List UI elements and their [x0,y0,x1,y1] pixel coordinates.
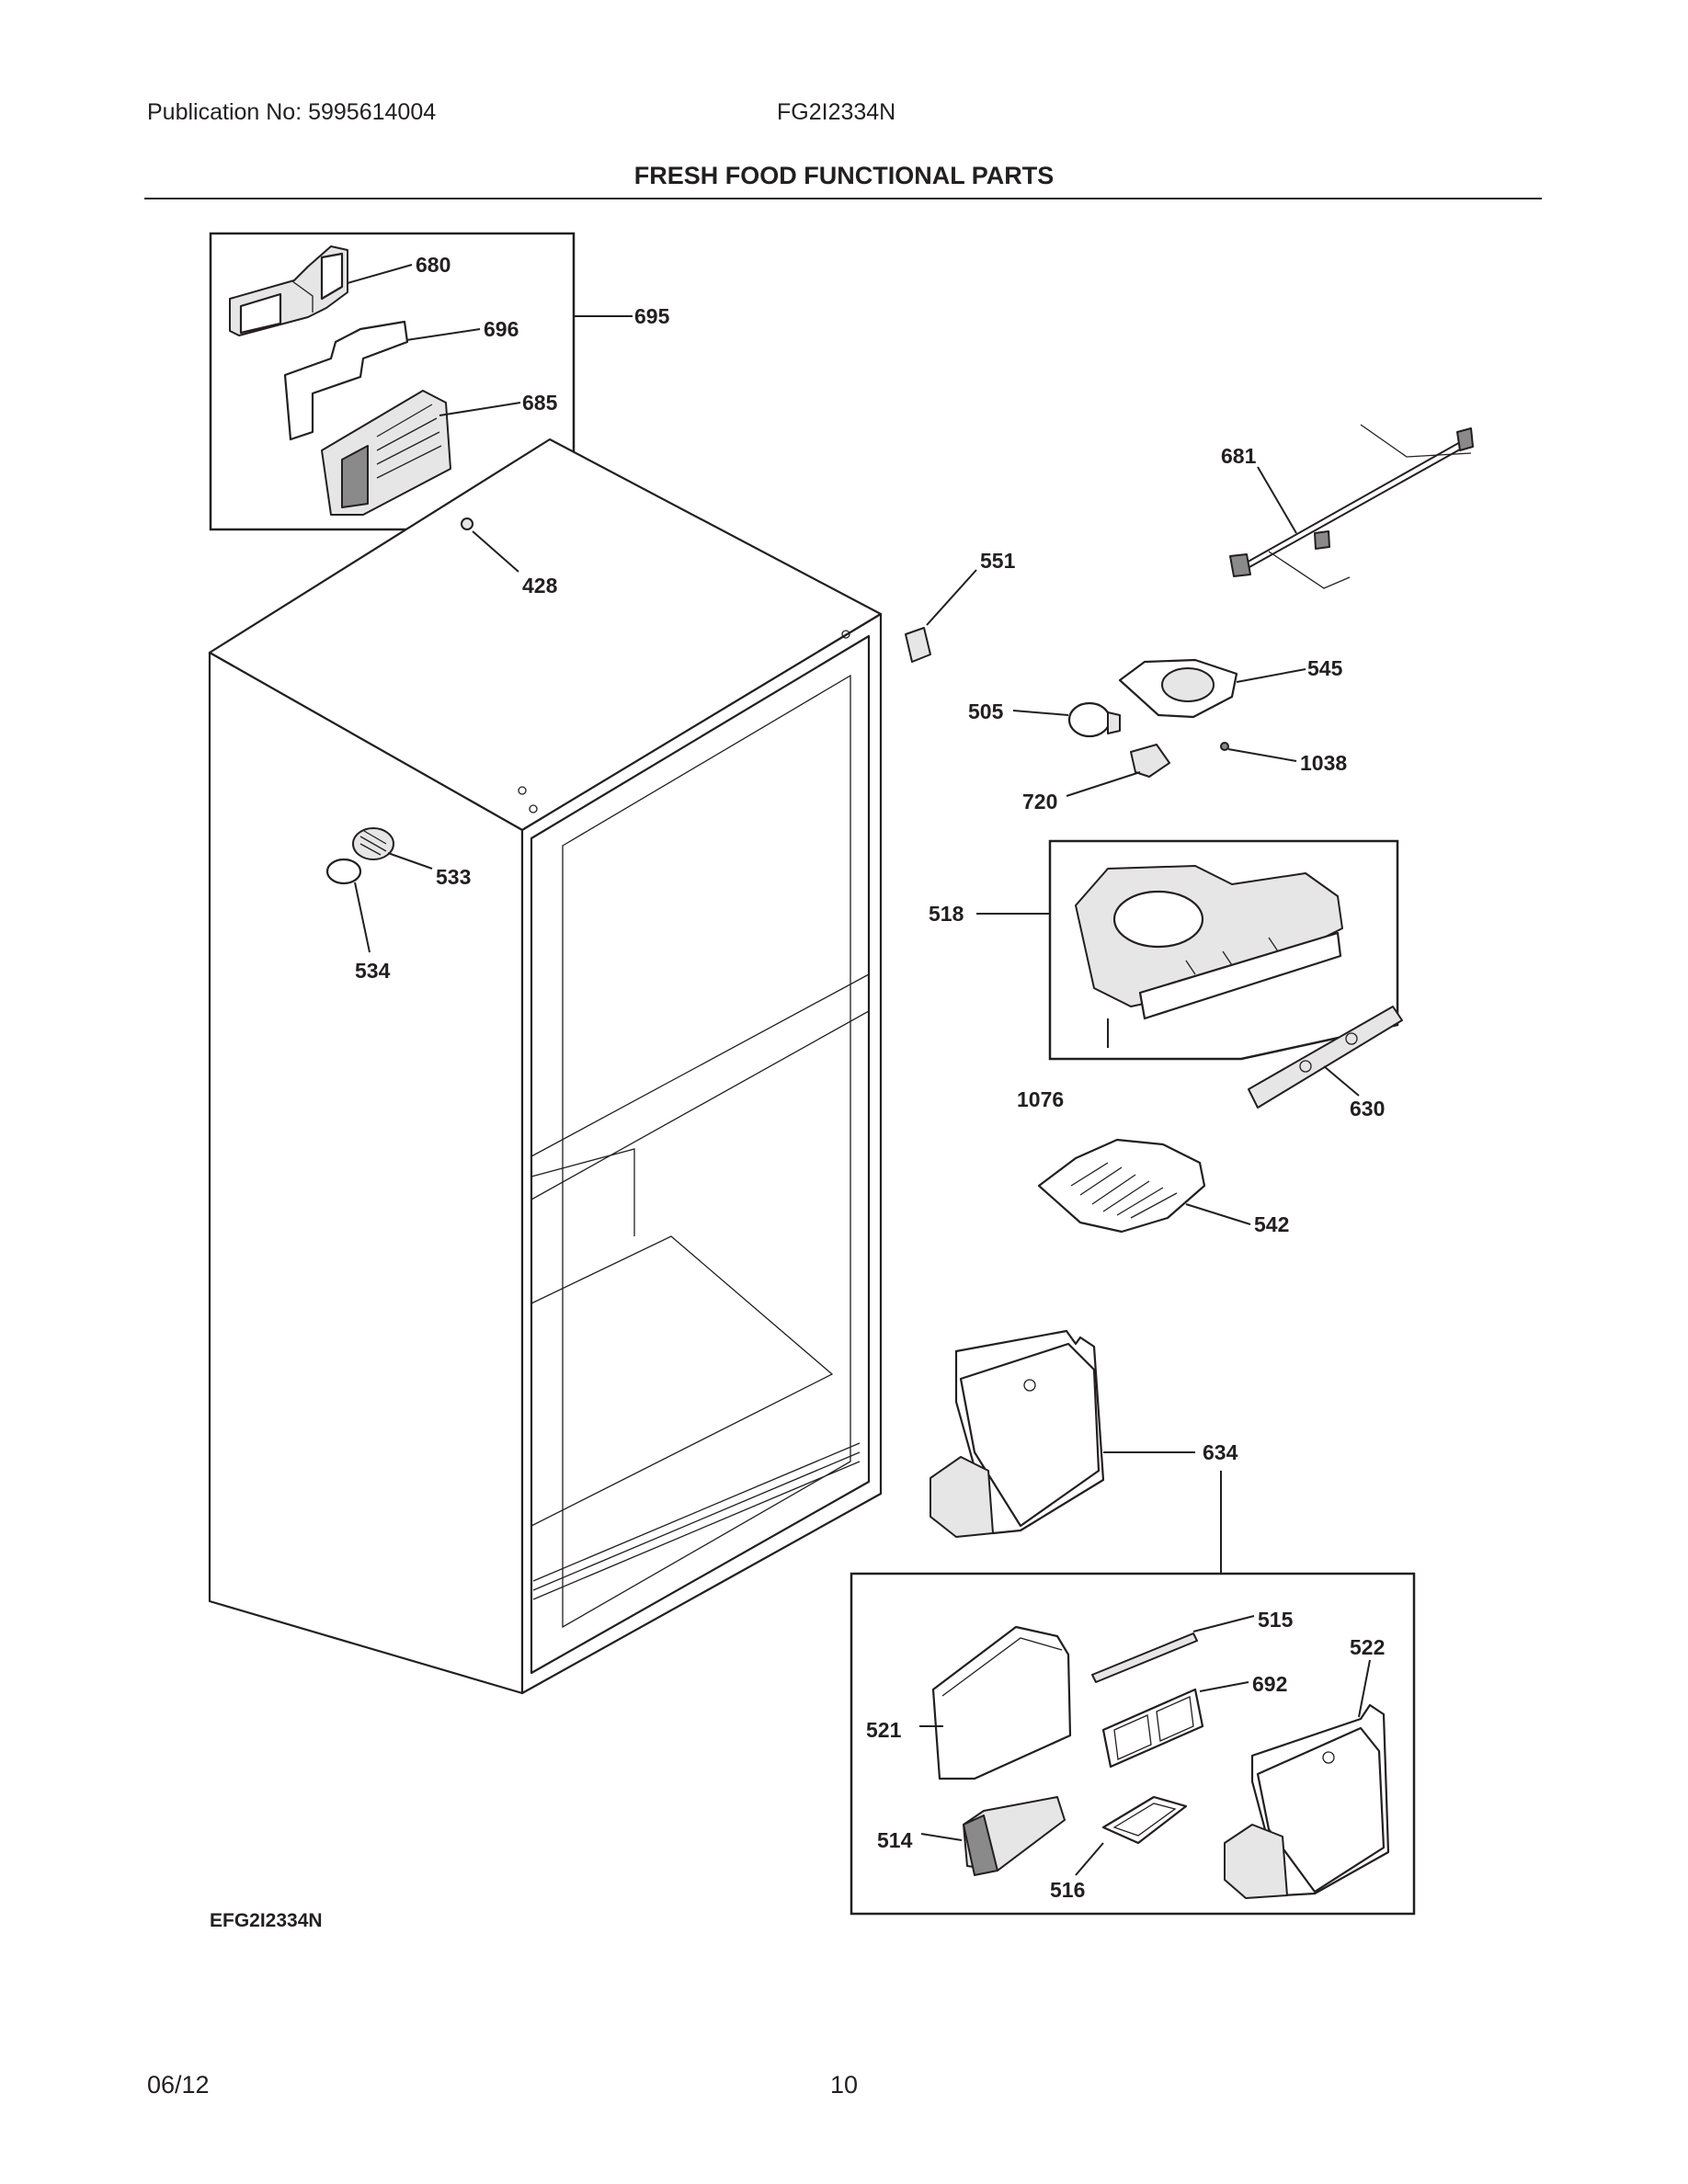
callout-1076: 1076 [1017,1087,1064,1111]
part-634-crisper-cover [930,1329,1222,1574]
callout-551: 551 [980,549,1016,573]
callout-681: 681 [1221,444,1257,468]
part-681-wire-harness [1229,424,1474,589]
callout-545: 545 [1307,656,1343,680]
callout-542: 542 [1254,1212,1289,1236]
callout-521: 521 [866,1718,902,1742]
part-685-vent-cover [321,390,521,516]
refrigerator-cabinet [208,438,883,1695]
publication-date: 06/12 [147,2071,210,2099]
publication-number: Publication No: 5995614004 [147,99,437,125]
part-680-bracket [229,245,413,336]
callout-696: 696 [484,317,519,341]
title-divider [144,198,1542,199]
part-522-crisper-cover [1224,1659,1390,1899]
callout-516: 516 [1050,1878,1085,1902]
part-720-lamp-socket [1066,744,1170,797]
callout-630: 630 [1350,1097,1385,1120]
part-514-bracket [920,1796,1066,1876]
part-696-gasket [283,320,481,441]
callout-534: 534 [355,959,391,983]
part-521-cover [919,1625,1072,1780]
callout-522: 522 [1350,1635,1385,1659]
part-518-control-housing [1075,865,1343,1048]
part-515-rail [1091,1615,1255,1683]
part-516-seal [1075,1795,1188,1876]
part-1038-screw [1220,742,1297,762]
part-551-light-socket-clip [905,569,977,663]
part-692-gasket [1101,1681,1249,1769]
diagram-code: EFG2I2334N [210,1910,323,1931]
callout-labels: 680 696 695 685 681 428 551 545 505 1038… [355,253,1385,1902]
page-number: 10 [830,2071,859,2099]
callout-680: 680 [416,253,451,277]
page-title: FRESH FOOD FUNCTIONAL PARTS [633,162,1055,189]
callout-720: 720 [1022,790,1057,813]
callout-695: 695 [634,304,670,328]
model-number: FG2I2334N [777,99,896,125]
part-630-control-board [1248,1006,1403,1109]
part-505-bulb [1012,701,1121,738]
callout-518: 518 [929,902,964,926]
assembly-box-634-components [850,1572,1416,1916]
assembly-box-518 [976,839,1399,1061]
callout-533: 533 [436,865,471,889]
part-545-lamp-shield [1118,658,1306,719]
part-542-shelf-rack [1037,1138,1251,1234]
callout-505: 505 [968,700,1004,723]
callout-685: 685 [522,391,558,415]
callout-634: 634 [1203,1440,1238,1464]
assembly-box-695 [209,232,633,531]
callout-515: 515 [1258,1608,1294,1632]
callout-428: 428 [522,574,558,597]
callout-1038: 1038 [1300,751,1347,775]
callout-692: 692 [1252,1672,1287,1696]
callout-514: 514 [877,1828,913,1852]
